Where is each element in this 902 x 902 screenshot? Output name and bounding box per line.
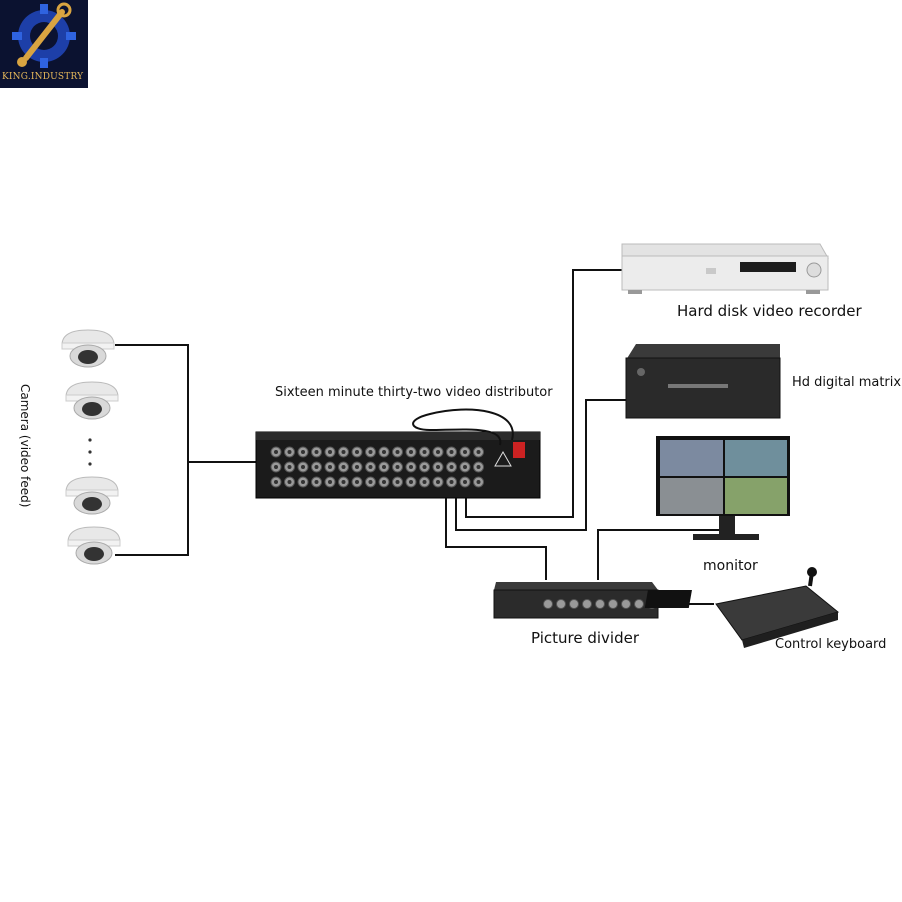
matrix-label: Hd digital matrix [792, 375, 902, 390]
bnc-connector-core [436, 450, 440, 454]
bnc-connector-core [463, 465, 467, 469]
divider-connectors [543, 599, 657, 609]
camera-ellipsis-dots [88, 438, 92, 466]
bnc-connector-core [274, 450, 278, 454]
bnc-connector-core [301, 450, 305, 454]
brand-logo: KING.INDUSTRY [0, 0, 88, 88]
bnc-connector-core [274, 480, 278, 484]
camera-2-icon [65, 381, 119, 420]
bnc-connector-core [355, 465, 359, 469]
camera-3-icon [65, 476, 119, 515]
dvr-label: Hard disk video recorder [677, 302, 862, 320]
bnc-connector-core [463, 480, 467, 484]
digital-matrix-device [625, 344, 781, 419]
bnc-connector-core [355, 480, 359, 484]
bnc-connector-core [287, 450, 292, 454]
bnc-connector-core [328, 465, 332, 469]
control-keyboard-device [644, 567, 840, 648]
gear-wrench-logo-icon [12, 2, 76, 68]
bnc-connector-core [355, 450, 359, 454]
brand-name: KING.INDUSTRY [2, 72, 84, 82]
divider-connector [556, 599, 566, 609]
bnc-connector-core [476, 465, 481, 469]
bnc-connector-core [368, 450, 373, 454]
divider-label: Picture divider [531, 629, 640, 647]
bnc-connector-core [328, 450, 332, 454]
divider-connector [621, 599, 631, 609]
power-cable [412, 408, 514, 446]
divider-connector [582, 599, 592, 609]
bnc-connector-core [314, 480, 319, 484]
bnc-connector-core [476, 450, 481, 454]
monitor-device [656, 436, 790, 540]
distributor-label: Sixteen minute thirty-two video distribu… [275, 385, 553, 400]
bnc-connector-core [382, 480, 386, 484]
bnc-connector-core [382, 450, 386, 454]
camera-wiring [115, 344, 256, 556]
divider-connector [569, 599, 579, 609]
bnc-connector-core [395, 450, 400, 454]
divider-connector [608, 599, 618, 609]
bnc-connector-core [409, 465, 413, 469]
bnc-connector-core [449, 480, 454, 484]
bnc-connector-core [436, 480, 440, 484]
bnc-connector-core [436, 465, 440, 469]
camera-1-icon [61, 329, 115, 368]
bnc-connector-core [368, 465, 373, 469]
bnc-connector-core [395, 480, 400, 484]
bnc-connector-core [314, 450, 319, 454]
bnc-connector-grid [270, 446, 484, 488]
bnc-connector-core [368, 480, 373, 484]
camera-4-icon [67, 526, 121, 565]
bnc-connector-core [382, 465, 386, 469]
bnc-connector-core [395, 465, 400, 469]
bnc-connector-core [341, 450, 346, 454]
dvr-device [621, 243, 829, 294]
bnc-connector-core [449, 465, 454, 469]
bnc-connector-core [301, 465, 305, 469]
monitor-label: monitor [703, 558, 758, 574]
bnc-connector-core [422, 465, 427, 469]
camera-label: Camera (video feed) [18, 384, 32, 508]
bnc-connector-core [274, 465, 278, 469]
bnc-connector-core [476, 480, 481, 484]
bnc-connector-core [463, 450, 467, 454]
bnc-connector-core [328, 480, 332, 484]
divider-connector [543, 599, 553, 609]
bnc-connector-core [449, 450, 454, 454]
bnc-connector-core [314, 465, 319, 469]
divider-connector [595, 599, 605, 609]
bnc-connector-core [409, 450, 413, 454]
bnc-connector-core [287, 480, 292, 484]
bnc-connector-core [287, 465, 292, 469]
bnc-connector-core [301, 480, 305, 484]
bnc-connector-core [341, 465, 346, 469]
keyboard-label: Control keyboard [775, 637, 887, 652]
bnc-connector-core [422, 450, 427, 454]
divider-connector [634, 599, 644, 609]
bnc-connector-core [409, 480, 413, 484]
bnc-connector-core [341, 480, 346, 484]
bnc-connector-core [422, 480, 427, 484]
